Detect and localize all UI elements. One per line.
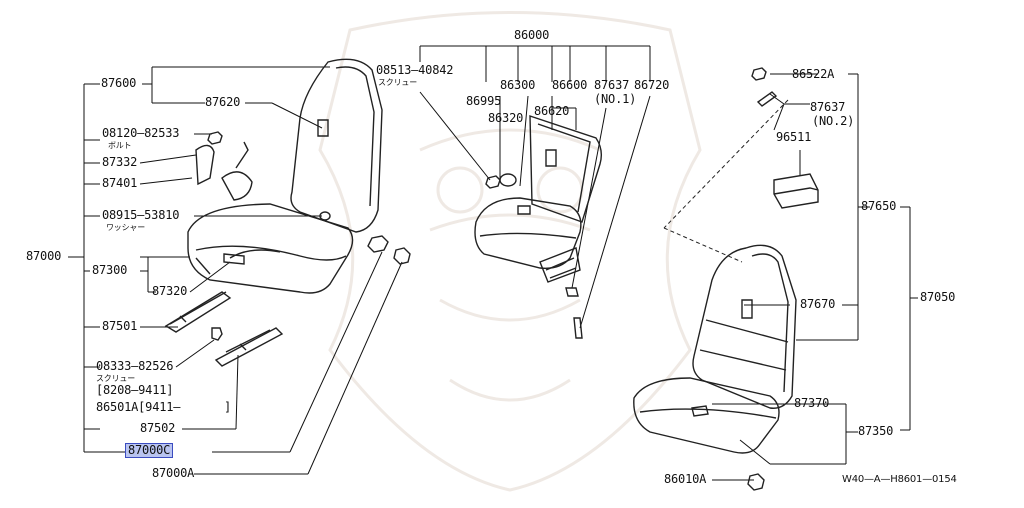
left-seat-cushion: [187, 203, 354, 294]
right-bolt-86010: [747, 473, 765, 491]
left-seat-drawing: [164, 58, 411, 367]
label-08915-note: ワッシャー: [106, 223, 145, 232]
label-87370: 87370: [794, 396, 830, 410]
label-08915: 08915—53810: [102, 208, 180, 222]
label-87637-no1-sub: (NO.1): [594, 92, 637, 106]
label-87320: 87320: [152, 284, 188, 298]
center-base: [539, 247, 581, 283]
label-87350: 87350: [858, 424, 894, 438]
right-clip-87637: [756, 91, 778, 107]
right-seat-drawing: [633, 67, 819, 491]
left-cushion-latch: [223, 253, 245, 265]
label-87401: 87401: [102, 176, 138, 190]
label-87050: 87050: [920, 290, 956, 304]
label-87000c-highlighted[interactable]: 87000C: [124, 443, 174, 458]
right-seat-cushion: [633, 377, 780, 454]
label-86995: 86995: [466, 94, 502, 108]
label-86501a: 86501A[9411—: [96, 400, 181, 414]
left-bolt-87000a: [393, 247, 411, 265]
label-08513: 08513—40842: [376, 63, 454, 77]
left-rail-87501: [164, 291, 232, 333]
label-86000: 86000: [514, 28, 550, 42]
label-86320: 86320: [488, 111, 524, 125]
label-87502: 87502: [140, 421, 176, 435]
label-8208: [8208—9411]: [96, 383, 174, 397]
center-bolt-08513: [485, 175, 501, 189]
right-latch-87370: [691, 405, 709, 417]
center-part-86720: [573, 317, 583, 339]
center-seat-drawing: [474, 115, 603, 339]
label-86522a: 86522A: [792, 67, 835, 81]
center-latch-86320: [517, 205, 531, 215]
label-87300: 87300: [92, 263, 128, 277]
center-ring-86995: [499, 173, 517, 187]
right-seatback: [692, 244, 797, 409]
left-rail-87502: [214, 327, 284, 367]
center-bracket-86620: [545, 149, 557, 167]
label-87637-no2: 87637: [810, 100, 846, 114]
center-seat-cushion: [474, 197, 582, 269]
dashed-link: [663, 99, 789, 263]
label-86300: 86300: [500, 78, 536, 92]
label-87501: 87501: [102, 319, 138, 333]
center-part-87637: [565, 287, 579, 297]
label-87637-no1: 87637: [594, 78, 630, 92]
label-87637-no2-sub: (NO.2): [812, 114, 855, 128]
label-86620: 86620: [534, 104, 570, 118]
left-bracket-87332: [195, 144, 215, 186]
label-87670: 87670: [800, 297, 836, 311]
label-86720: 86720: [634, 78, 670, 92]
diagram-code: W40—A—H8601—0154: [842, 474, 957, 485]
right-latch-87670: [741, 299, 753, 319]
left-recliner-87401: [221, 171, 253, 201]
leader-lines: [68, 45, 918, 481]
label-08513-note: スクリュー: [378, 78, 417, 87]
left-washer-08915: [319, 211, 331, 221]
left-bolt-08120: [207, 131, 223, 145]
label-87650: 87650: [861, 199, 897, 213]
label-87600: 87600: [101, 76, 137, 90]
label-08120: 08120—82533: [102, 126, 180, 140]
label-86600: 86600: [552, 78, 588, 92]
label-08333-note: スクリュー: [96, 374, 135, 383]
left-screw-08333: [211, 327, 223, 341]
label-08333: 08333—82526: [96, 359, 174, 373]
center-seatback: [529, 115, 603, 223]
label-87000: 87000: [26, 249, 62, 263]
label-86501a-end: ]: [224, 400, 232, 414]
label-86010a: 86010A: [664, 472, 707, 486]
label-87620: 87620: [205, 95, 241, 109]
left-nut-87000c: [367, 235, 389, 253]
right-bolt-86522: [751, 67, 767, 81]
label-96511: 96511: [776, 130, 812, 144]
left-headrest-87620: [317, 119, 329, 137]
label-87000a: 87000A: [152, 466, 195, 480]
label-08120-note: ボルト: [108, 141, 132, 150]
label-87332: 87332: [102, 155, 138, 169]
